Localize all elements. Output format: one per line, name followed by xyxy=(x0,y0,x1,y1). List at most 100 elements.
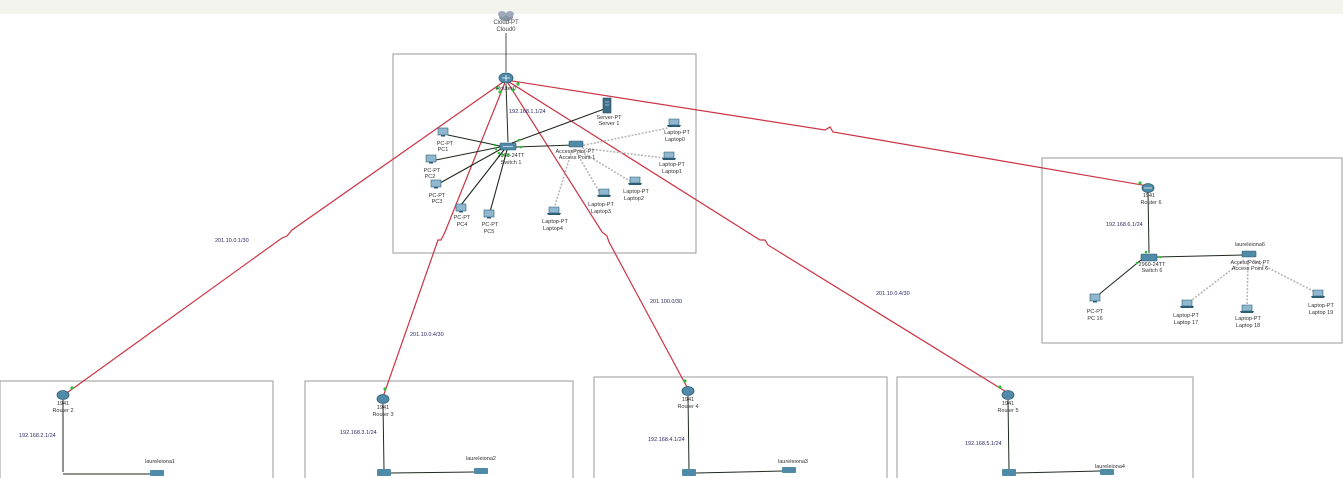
cloud-model-label: Cloud-PT xyxy=(493,20,519,26)
branch-2-area-box xyxy=(0,380,274,478)
access-point-model: AccessPoint-PT xyxy=(555,149,595,155)
router6-model: 1941 xyxy=(1143,193,1155,199)
laptop4-model: Laptop-PT xyxy=(542,219,568,225)
laptop17-name: Laptop 17 xyxy=(1174,320,1198,326)
access-point-icon[interactable] xyxy=(150,470,164,476)
pc16-model: PC-PT xyxy=(1087,309,1104,315)
branch-3-area-box xyxy=(304,380,574,478)
wireless-links xyxy=(552,127,669,213)
server-icon[interactable] xyxy=(602,97,612,114)
switch6-ap-link xyxy=(1156,254,1245,258)
branch2-ssid: laureleiona1 xyxy=(145,459,175,465)
server-model: Server-PT xyxy=(596,115,622,121)
pc-icon[interactable] xyxy=(455,203,467,213)
switch-icon[interactable] xyxy=(1140,253,1158,262)
wan-label-1: 201.10.0.1/30 xyxy=(215,238,249,244)
branch5-link-h xyxy=(1015,470,1101,474)
cloud-icon[interactable] xyxy=(498,11,514,21)
access-point-name: Access Point 1 xyxy=(559,155,595,161)
top-band xyxy=(0,0,1343,14)
branch-4-area-box xyxy=(593,376,888,478)
router-icon[interactable] xyxy=(376,394,390,404)
laptop-icon[interactable] xyxy=(628,176,642,185)
access-point-icon[interactable] xyxy=(1241,250,1257,258)
access-point-icon[interactable] xyxy=(474,468,488,474)
laptop19-model: Laptop-PT xyxy=(1308,303,1334,309)
laptop18-model: Laptop-PT xyxy=(1235,316,1261,322)
laptop2-model: Laptop-PT xyxy=(623,189,649,195)
branch2-network: 192.168.2.1/24 xyxy=(19,433,56,439)
pc3-name: PC3 xyxy=(432,199,443,205)
pc-icon[interactable] xyxy=(1089,293,1101,303)
laptop-icon[interactable] xyxy=(597,188,611,197)
laptop-icon[interactable] xyxy=(1180,299,1194,308)
branch3-ssid: laureleiona2 xyxy=(466,456,496,462)
branch3-network: 192.168.3.1/24 xyxy=(340,430,377,436)
main-switch-model: 2960-24TT xyxy=(498,153,526,159)
router-icon[interactable] xyxy=(498,72,514,84)
router-icon[interactable] xyxy=(56,390,70,400)
wan-links xyxy=(63,79,1149,398)
switch-icon[interactable] xyxy=(1002,469,1016,476)
router-icon[interactable] xyxy=(681,386,695,396)
access-point-icon[interactable] xyxy=(568,140,584,148)
pc16-name: PC 16 xyxy=(1087,316,1102,322)
laptop-icon[interactable] xyxy=(662,151,676,160)
wan-label-3: 201.100.0/30 xyxy=(650,299,682,305)
pc-icon[interactable] xyxy=(437,127,449,137)
switch-icon[interactable] xyxy=(682,469,696,476)
pc-icon[interactable] xyxy=(425,154,437,164)
router-switch-link xyxy=(505,83,509,143)
branch6-wireless-links xyxy=(1187,259,1318,308)
router6-name: Router 6 xyxy=(1140,200,1161,206)
ap6-name: Access Point 6 xyxy=(1232,266,1268,272)
server-name: Server 1 xyxy=(599,121,620,127)
access-point-icon[interactable] xyxy=(782,467,796,473)
laptop0-name: Laptop0 xyxy=(665,137,685,143)
pc4-model: PC-PT xyxy=(454,215,471,221)
main-area-box xyxy=(392,53,697,254)
laptop-icon[interactable] xyxy=(547,206,561,215)
switch-icon[interactable] xyxy=(499,142,517,151)
branch6-link-dots xyxy=(1135,250,1162,265)
branch3-link xyxy=(382,403,385,471)
pc-icon[interactable] xyxy=(483,209,495,219)
wan-link-router3 xyxy=(382,79,507,398)
pc2-name: PC2 xyxy=(425,174,436,180)
ethernet-links xyxy=(435,107,608,213)
wan-link-router2 xyxy=(63,79,507,396)
laptop18-name: Laptop 18 xyxy=(1236,323,1260,329)
laptop-icon[interactable] xyxy=(1311,289,1325,298)
switch6-name: Switch 6 xyxy=(1142,268,1163,274)
wan-link-router4 xyxy=(505,79,689,390)
pc5-model: PC-PT xyxy=(482,222,499,228)
access-point-icon[interactable] xyxy=(1100,469,1114,475)
pc1-name: PC1 xyxy=(438,147,449,153)
pc4-name: PC4 xyxy=(457,222,468,228)
pc3-model: PC-PT xyxy=(429,193,446,199)
pc-icon[interactable] xyxy=(430,179,442,189)
wan-label-4: 201.10.0.4/30 xyxy=(876,291,910,297)
cloud-name-label: Cloud0 xyxy=(496,27,516,33)
router-icon[interactable] xyxy=(1001,390,1015,400)
switch6-model: 2960-24TT xyxy=(1139,262,1167,268)
wan-link-dots xyxy=(70,82,1142,391)
laptop19-name: Laptop 19 xyxy=(1309,310,1333,316)
router-icon[interactable] xyxy=(1141,183,1155,193)
router6-network: 192.168.6.1/24 xyxy=(1106,222,1143,228)
branch3-link-h xyxy=(390,471,475,474)
branch4-link xyxy=(687,395,690,471)
laptop-icon[interactable] xyxy=(667,118,681,127)
branch4-link-h xyxy=(695,470,783,474)
laptop3-name: Laptop3 xyxy=(591,209,611,215)
laptop1-name: Laptop1 xyxy=(662,169,682,175)
ap6-model: AccessPoint-PT xyxy=(1230,260,1270,266)
pc1-model: PC-PT xyxy=(437,141,454,147)
main-network-label: 192.168.1.1/24 xyxy=(509,109,546,115)
ethernet-link-dots xyxy=(493,138,523,157)
switch-icon[interactable] xyxy=(377,469,391,476)
branch5-link xyxy=(1007,399,1010,471)
laptop-icon[interactable] xyxy=(1240,304,1254,313)
wan-label-2: 201.10.0.4/30 xyxy=(410,332,444,338)
